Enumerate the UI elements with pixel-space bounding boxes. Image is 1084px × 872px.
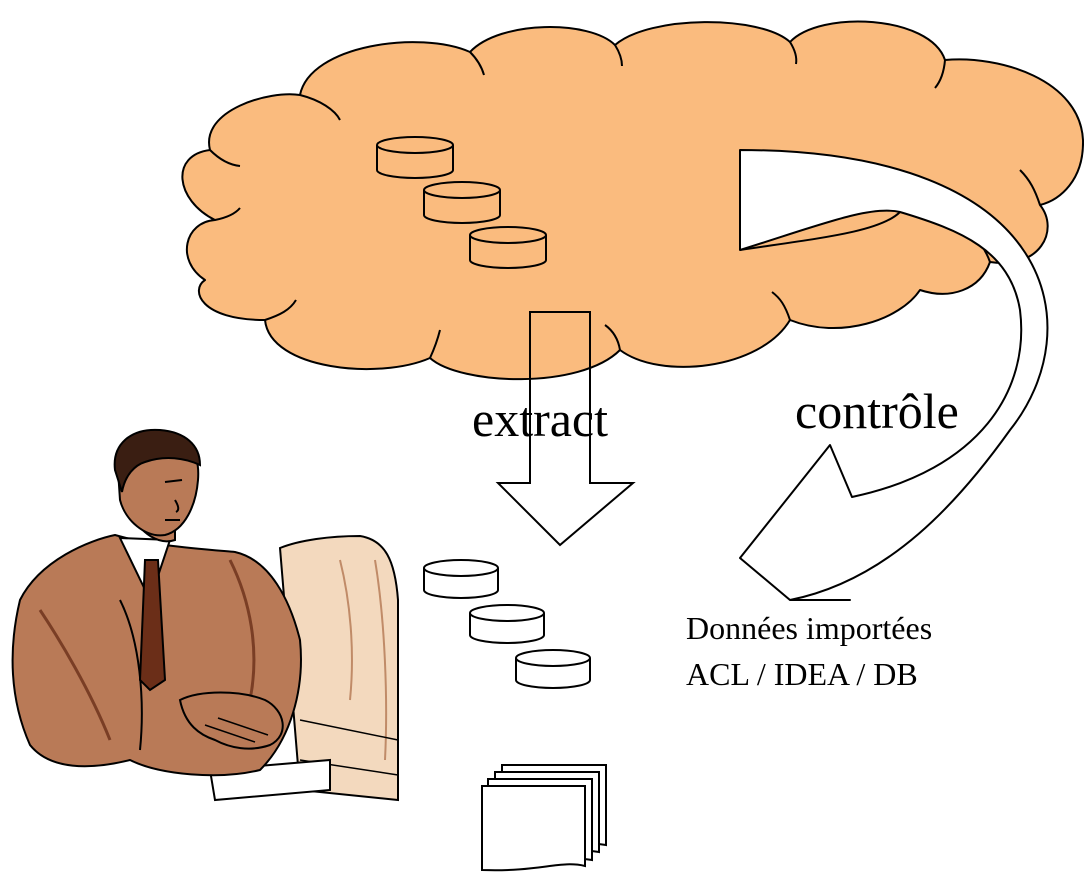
database-cylinder-icon [469,604,545,644]
cloud-shape [181,20,1084,381]
control-label: contrôle [795,383,959,439]
document-stack-icon [481,764,607,872]
computer-monitor [278,534,399,802]
database-cylinder-icon [376,136,454,179]
database-cylinder-icon [423,181,501,224]
database-cylinder-icon [515,649,591,689]
control-arrow-shape [739,149,1049,601]
extracted-databases [423,559,591,689]
database-cylinder-icon [423,559,499,599]
imported-data-label-line1: Données importées [686,610,933,646]
data-source-cloud [181,20,1084,381]
person-at-computer-clipart [11,428,399,802]
extract-arrow [495,311,636,547]
database-cylinder-icon [469,226,547,269]
extract-label: extract [472,391,609,447]
source-databases [376,136,547,269]
control-arrow [739,149,1049,601]
extract-arrow-shape [495,311,636,547]
imported-data-label-line2: ACL / IDEA / DB [686,656,918,692]
